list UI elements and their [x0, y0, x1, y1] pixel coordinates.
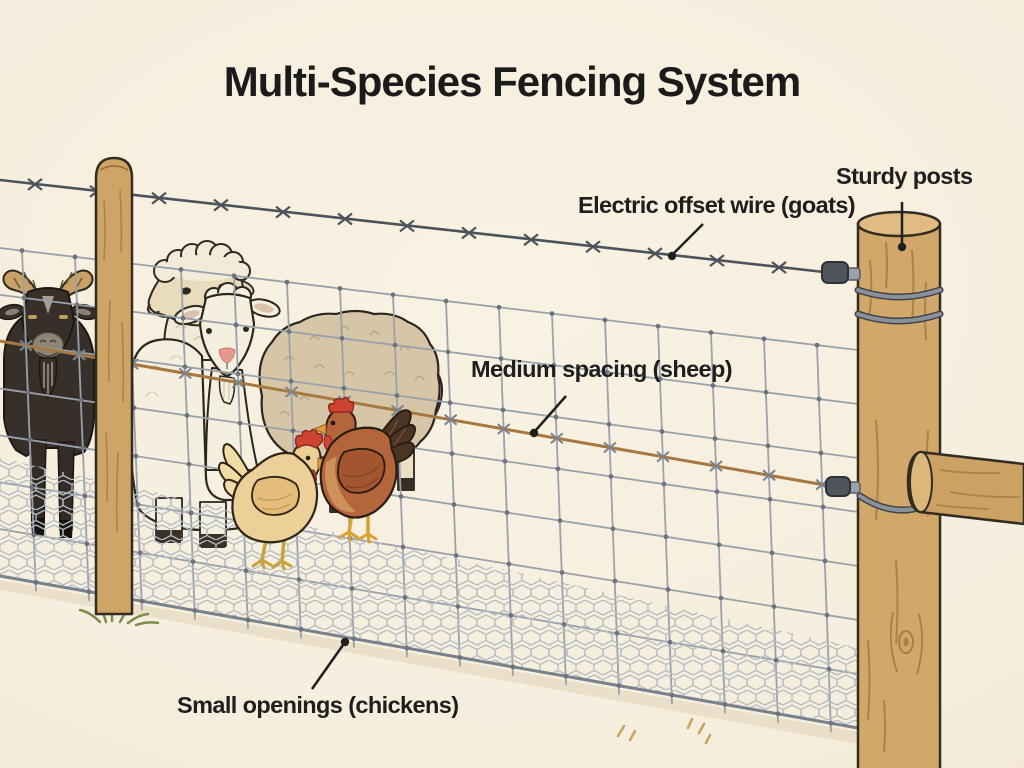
callout-dot: [897, 242, 907, 252]
brown-offset-wire: [0, 339, 837, 489]
barbed-wire-barbs: [27, 178, 787, 274]
fence-post-right: [821, 210, 1024, 768]
ground-marks: [616, 717, 712, 745]
fence-post-left: [94, 156, 134, 616]
label-medium-spacing: Medium spacing (sheep): [471, 356, 733, 382]
insulators: [821, 261, 861, 497]
label-electric-offset-wire: Electric offset wire (goats): [578, 192, 856, 218]
barbed-electric-wire: [0, 178, 825, 274]
label-small-openings: Small openings (chickens): [177, 692, 459, 718]
callout-dot: [340, 637, 350, 647]
wood-knot: [889, 611, 923, 675]
brown-hen-illustration: [313, 396, 417, 544]
callout-dot: [667, 251, 677, 261]
label-sturdy-posts: Sturdy posts: [836, 163, 973, 189]
chicken-wire-hex-mesh: [0, 458, 858, 728]
page-title: Multi-Species Fencing System: [223, 58, 802, 105]
ground-shadow: [0, 580, 858, 744]
annotation-leaders: [310, 202, 907, 690]
callout-dot: [529, 428, 539, 438]
fence-rail: [906, 450, 1024, 526]
buff-chicken-illustration: [217, 428, 331, 571]
